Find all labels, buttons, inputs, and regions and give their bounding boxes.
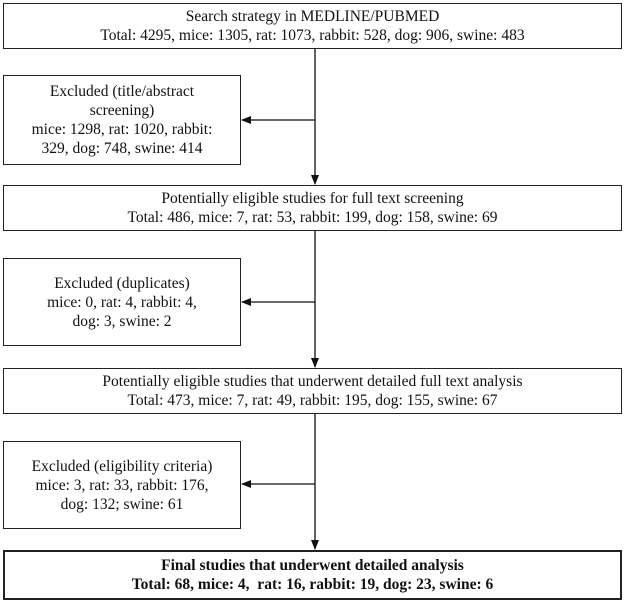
excluded-duplicates-box: Excluded (duplicates) mice: 0, rat: 4, r… (3, 258, 241, 346)
final-studies-title: Final studies that underwent detailed an… (161, 557, 464, 574)
search-strategy-title: Search strategy in MEDLINE/PUBMED (185, 8, 440, 25)
excluded-duplicates-line: Excluded (duplicates) (54, 274, 190, 292)
detailed-full-text-box: Potentially eligible studies that underw… (3, 368, 622, 414)
excluded-screening-box: Excluded (title/abstract screening) mice… (3, 75, 241, 165)
excluded-screening-line: mice: 1298, rat: 1020, rabbit: (31, 121, 213, 138)
search-strategy-counts: Total: 4295, mice: 1305, rat: 1073, rabb… (100, 27, 525, 44)
detailed-full-text-counts: Total: 473, mice: 7, rat: 49, rabbit: 19… (127, 392, 498, 409)
excluded-screening-line: 329, dog: 748, swine: 414 (41, 140, 203, 157)
final-studies-counts: Total: 68, mice: 4, rat: 16, rabbit: 19,… (131, 576, 494, 593)
excluded-criteria-line: mice: 3, rat: 33, rabbit: 176, (35, 476, 209, 494)
search-strategy-box: Search strategy in MEDLINE/PUBMED Total:… (3, 3, 622, 49)
final-studies-box: Final studies that underwent detailed an… (3, 550, 622, 600)
excluded-screening-line: screening) (89, 102, 155, 119)
excluded-duplicates-line: mice: 0, rat: 4, rabbit: 4, (47, 293, 197, 311)
excluded-criteria-line: Excluded (eligibility criteria) (31, 457, 213, 475)
eligible-full-text-title: Potentially eligible studies for full te… (161, 190, 464, 207)
eligible-full-text-box: Potentially eligible studies for full te… (3, 185, 622, 231)
detailed-full-text-title: Potentially eligible studies that underw… (102, 373, 523, 390)
excluded-duplicates-line: dog: 3, swine: 2 (72, 312, 172, 330)
eligible-full-text-counts: Total: 486, mice: 7, rat: 53, rabbit: 19… (127, 209, 498, 226)
excluded-screening-line: Excluded (title/abstract (49, 83, 195, 100)
excluded-criteria-line: dog: 132; swine: 61 (60, 495, 184, 513)
excluded-criteria-box: Excluded (eligibility criteria) mice: 3,… (3, 441, 241, 529)
